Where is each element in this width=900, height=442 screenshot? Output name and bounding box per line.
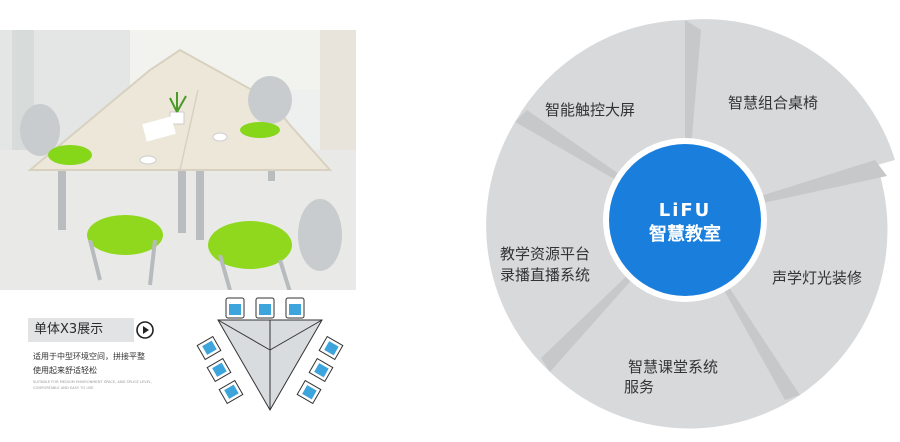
caption-description: 适用于中型环境空间，拼接平整 使用起来舒适轻松: [33, 350, 193, 378]
label-furniture: 智慧组合桌椅: [728, 94, 818, 112]
play-icon[interactable]: [136, 321, 154, 339]
label-classroom-system-line2: 服务: [624, 378, 654, 396]
center-title: 智慧教室: [649, 223, 721, 245]
segment-resource-platform: [486, 122, 685, 372]
caption-line-2: 使用起来舒适轻松: [33, 366, 97, 375]
label-classroom-system-line1: 智慧课堂系统: [628, 358, 718, 376]
caption-title: 单体X3展示: [28, 318, 134, 342]
layout-diagram: [196, 297, 344, 411]
label-acoustics: 声学灯光装修: [772, 269, 862, 287]
center-badge: [609, 144, 761, 296]
segment-classroom-system: [550, 220, 800, 429]
label-touch-screen: 智能触控大屏: [545, 101, 635, 119]
label-resource-platform-line1: 教学资源平台: [500, 245, 590, 263]
brand-logo: LiFU: [659, 200, 712, 221]
caption-line-1: 适用于中型环境空间，拼接平整: [33, 352, 145, 361]
caption-english: SUITABLE FOR MEDIUM ENVIRONMENT SPACE, A…: [33, 380, 153, 390]
smart-classroom-wheel: LiFU 智慧教室 智能触控大屏 智慧组合桌椅 声学灯光装修 智慧课堂系统 服务…: [486, 19, 895, 429]
label-resource-platform-line2: 录播直播系统: [500, 266, 590, 284]
product-photo: [0, 30, 356, 290]
